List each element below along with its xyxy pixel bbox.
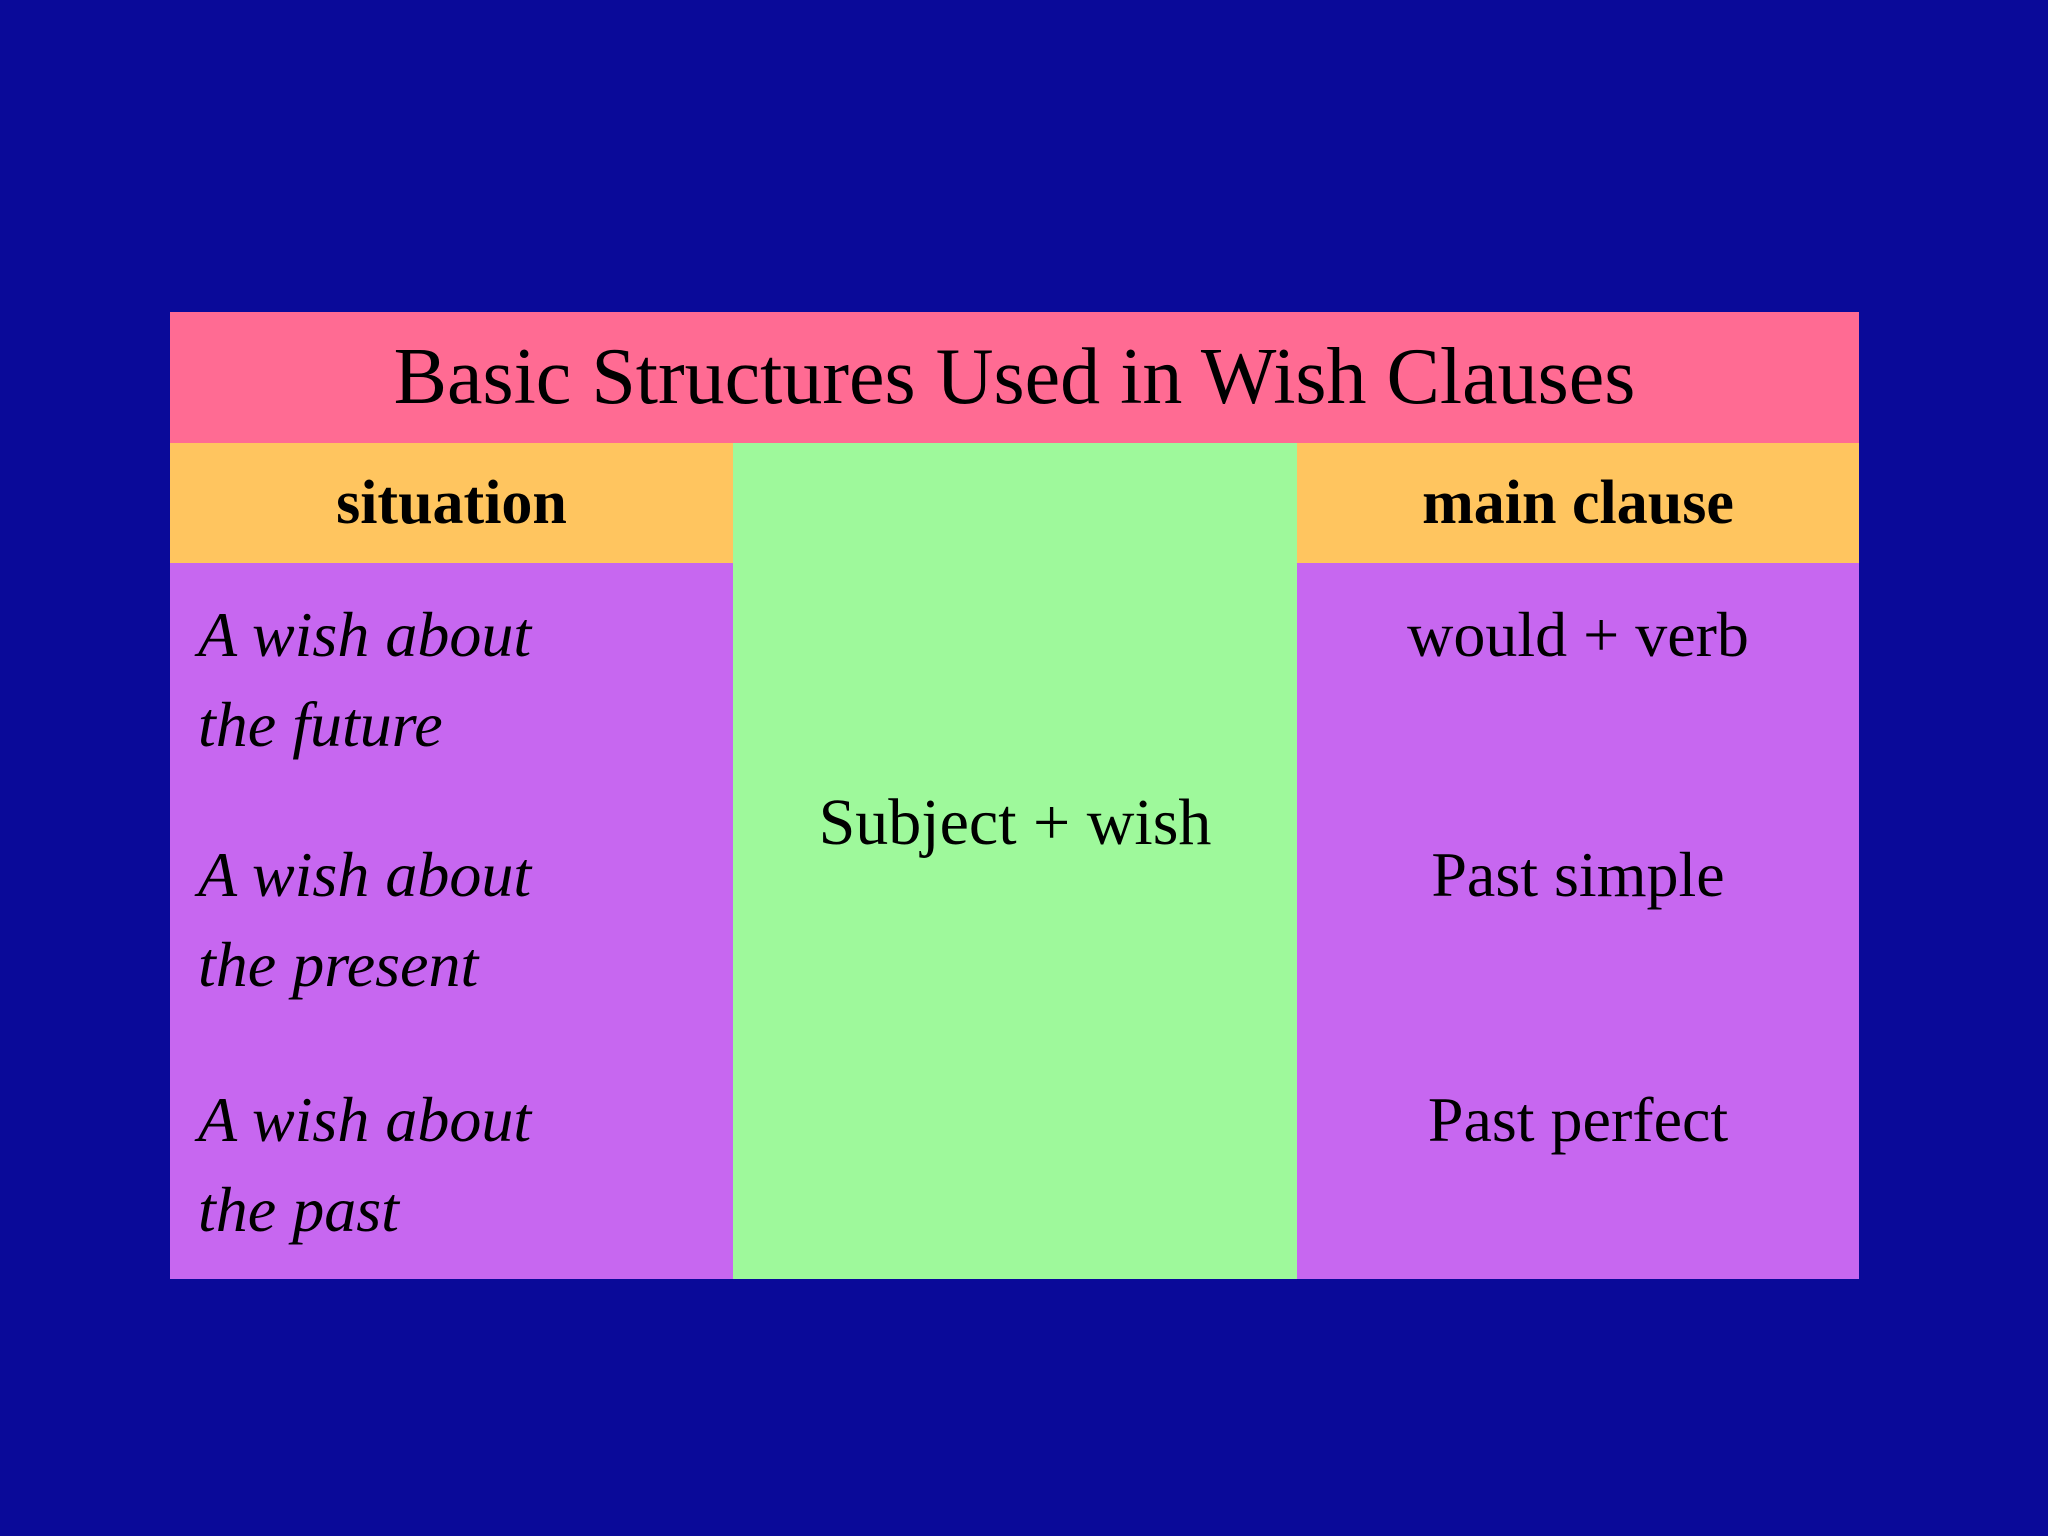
main-clause-body-cell: would + verb Past simple Past perfect bbox=[1297, 563, 1859, 1279]
situation-row-future-line1: A wish about bbox=[198, 599, 532, 670]
subject-wish-label: Subject + wish bbox=[818, 786, 1212, 859]
situation-row-past-line1: A wish about bbox=[198, 1084, 532, 1155]
subject-wish-cell: Subject + wish bbox=[733, 443, 1297, 1279]
wish-clauses-table: Basic Structures Used in Wish Clauses si… bbox=[170, 312, 1859, 1279]
situation-row-present: A wish about the present bbox=[198, 830, 723, 1010]
situation-body-cell: A wish about the future A wish about the… bbox=[170, 563, 733, 1279]
main-clause-row-would-verb: would + verb bbox=[1407, 599, 1749, 670]
main-clause-row-past-simple: Past simple bbox=[1431, 839, 1725, 910]
situation-row-present-line1: A wish about bbox=[198, 839, 532, 910]
main-clause-row-past-perfect: Past perfect bbox=[1427, 1084, 1729, 1155]
situation-row-present-line2: the present bbox=[198, 929, 479, 1000]
situation-row-past: A wish about the past bbox=[198, 1075, 723, 1255]
main-clause-header-cell: main clause bbox=[1297, 443, 1859, 563]
situation-row-past-line2: the past bbox=[198, 1174, 399, 1245]
situation-header-label: situation bbox=[336, 468, 567, 537]
table-title-bar: Basic Structures Used in Wish Clauses bbox=[170, 312, 1859, 443]
situation-header-cell: situation bbox=[170, 443, 733, 563]
table-title: Basic Structures Used in Wish Clauses bbox=[393, 333, 1636, 421]
situation-row-future-line2: the future bbox=[198, 689, 443, 760]
situation-row-future: A wish about the future bbox=[198, 590, 723, 770]
main-clause-header-label: main clause bbox=[1422, 468, 1734, 537]
